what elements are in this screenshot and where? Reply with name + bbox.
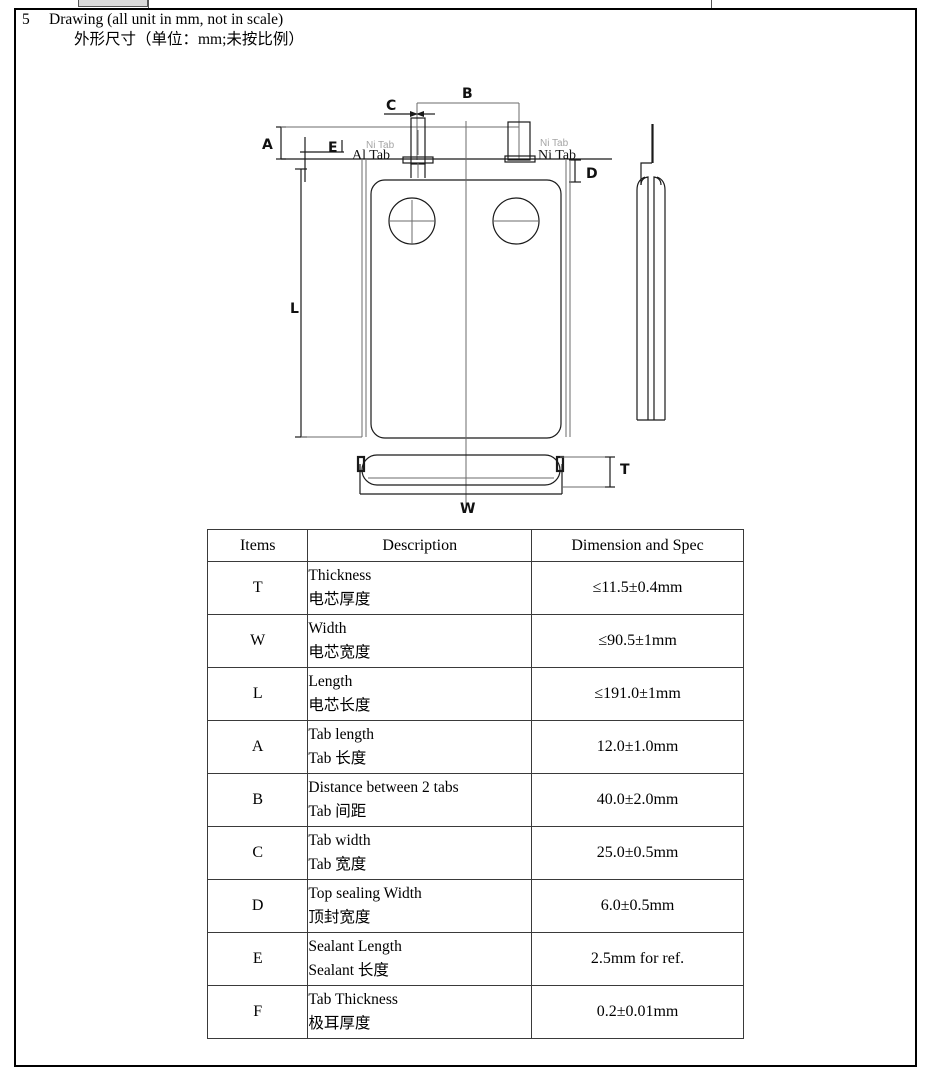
table-row: F Tab Thickness 极耳厚度 0.2±0.01mm xyxy=(206,985,744,1039)
row-spec-value: 6.0±0.5mm xyxy=(531,879,744,933)
row-item-code: L xyxy=(206,667,309,721)
top-table-divider-right xyxy=(711,0,712,8)
row-spec-value: 0.2±0.01mm xyxy=(531,985,744,1039)
row-spec-value: 40.0±2.0mm xyxy=(531,773,744,827)
row-description-en: Top sealing Width xyxy=(308,885,422,902)
section-number: 5 xyxy=(22,11,30,28)
row-item-code: E xyxy=(206,932,309,986)
row-description: Length 电芯长度 xyxy=(307,667,533,721)
row-spec-value: ≤11.5±0.4mm xyxy=(531,561,744,615)
table-row: E Sealant Length Sealant 长度 2.5mm for re… xyxy=(206,932,744,986)
row-spec-value: 12.0±1.0mm xyxy=(531,720,744,774)
row-spec-value: 25.0±0.5mm xyxy=(531,826,744,880)
table-row: L Length 电芯长度 ≤191.0±1mm xyxy=(206,667,744,721)
heading-title-en: Drawing (all unit in mm, not in scale) xyxy=(49,11,284,28)
row-description-en: Tab width xyxy=(308,832,371,849)
row-description: Width 电芯宽度 xyxy=(307,614,533,668)
row-item-code: D xyxy=(206,879,309,933)
row-item-code: W xyxy=(206,614,309,668)
page-border xyxy=(14,8,917,1067)
top-table-stub-cell xyxy=(78,0,148,7)
row-description-en: Thickness xyxy=(308,567,372,584)
column-header-dimension: Dimension and Spec xyxy=(531,529,744,562)
heading-line-english: 5 Drawing (all unit in mm, not in scale) xyxy=(22,10,722,29)
row-item-code: T xyxy=(206,561,309,615)
row-item-code: C xyxy=(206,826,309,880)
table-row: A Tab length Tab 长度 12.0±1.0mm xyxy=(206,720,744,774)
specification-table: Items Description Dimension and Spec T T… xyxy=(206,529,744,1039)
row-description-en: Width xyxy=(308,620,347,637)
row-description-zh: Sealant 长度 xyxy=(308,962,389,979)
row-description: Distance between 2 tabs Tab 间距 xyxy=(307,773,533,827)
row-item-code: F xyxy=(206,985,309,1039)
row-description: Top sealing Width 顶封宽度 xyxy=(307,879,533,933)
row-description-en: Length xyxy=(308,673,353,690)
row-description-zh: 电芯宽度 xyxy=(308,644,371,661)
table-row: C Tab width Tab 宽度 25.0±0.5mm xyxy=(206,826,744,880)
row-description: Tab width Tab 宽度 xyxy=(307,826,533,880)
row-spec-value: ≤191.0±1mm xyxy=(531,667,744,721)
row-description-en: Sealant Length xyxy=(308,938,402,955)
column-header-items: Items xyxy=(206,529,309,562)
row-item-code: A xyxy=(206,720,309,774)
top-table-divider xyxy=(148,0,149,8)
row-description: Thickness 电芯厚度 xyxy=(307,561,533,615)
table-row: D Top sealing Width 顶封宽度 6.0±0.5mm xyxy=(206,879,744,933)
row-description: Tab Thickness 极耳厚度 xyxy=(307,985,533,1039)
row-description-en: Distance between 2 tabs xyxy=(308,779,459,796)
row-description: Tab length Tab 长度 xyxy=(307,720,533,774)
column-header-description: Description xyxy=(307,529,533,562)
row-spec-value: 2.5mm for ref. xyxy=(531,932,744,986)
row-description-zh: 极耳厚度 xyxy=(308,1015,371,1032)
row-description-zh: Tab 间距 xyxy=(308,803,367,820)
row-description: Sealant Length Sealant 长度 xyxy=(307,932,533,986)
row-description-en: Tab Thickness xyxy=(308,991,398,1008)
row-item-code: B xyxy=(206,773,309,827)
row-spec-value: ≤90.5±1mm xyxy=(531,614,744,668)
row-description-zh: Tab 长度 xyxy=(308,750,367,767)
row-description-zh: 电芯长度 xyxy=(308,697,371,714)
row-description-zh: 电芯厚度 xyxy=(308,591,371,608)
row-description-zh: 顶封宽度 xyxy=(308,909,371,926)
row-description-zh: Tab 宽度 xyxy=(308,856,367,873)
heading-title-zh: 外形尺寸（单位：mm;未按比例） xyxy=(74,31,304,48)
table-header-row: Items Description Dimension and Spec xyxy=(206,529,744,562)
table-row: W Width 电芯宽度 ≤90.5±1mm xyxy=(206,614,744,668)
table-row: B Distance between 2 tabs Tab 间距 40.0±2.… xyxy=(206,773,744,827)
row-description-en: Tab length xyxy=(308,726,375,743)
table-row: T Thickness 电芯厚度 ≤11.5±0.4mm xyxy=(206,561,744,615)
